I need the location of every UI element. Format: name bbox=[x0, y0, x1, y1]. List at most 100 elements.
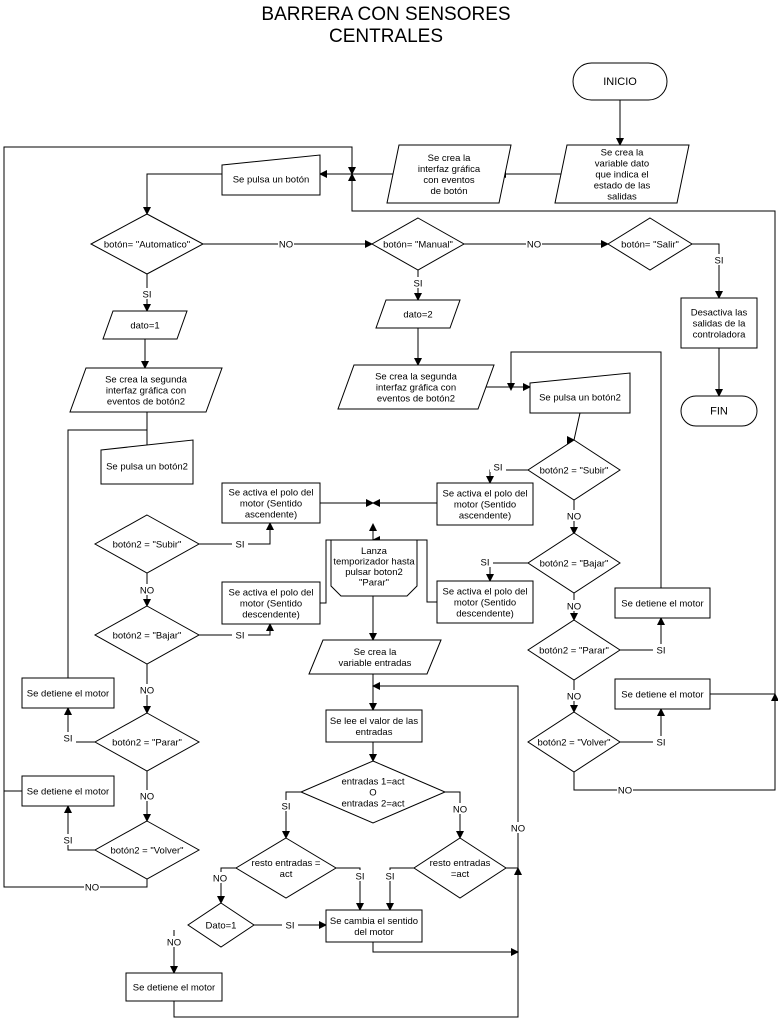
si-label: SI bbox=[657, 646, 666, 657]
label-bg bbox=[60, 732, 76, 743]
connector bbox=[372, 942, 519, 956]
label-bg bbox=[278, 238, 294, 249]
decision-resto-right-shape bbox=[413, 837, 507, 899]
decision-volver-right-shape bbox=[527, 711, 621, 773]
connector bbox=[217, 867, 236, 904]
decision-automatico-text: botón= "Automatico" bbox=[104, 240, 190, 251]
no-label: NO bbox=[140, 686, 154, 697]
diagram-title: CENTRALES bbox=[329, 26, 443, 47]
label-bg bbox=[139, 790, 155, 801]
decision-subir-right-shape bbox=[527, 439, 621, 501]
decision-salir-text: botón= "Salir" bbox=[621, 240, 679, 251]
connector bbox=[372, 682, 519, 869]
gui2-right-shape bbox=[337, 364, 495, 410]
decision-parar-right-text: botón2 = "Parar" bbox=[539, 646, 609, 657]
decision-resto-right-text: =act bbox=[451, 869, 470, 880]
label-bg bbox=[139, 288, 155, 299]
detiene-motor-right-2-box bbox=[614, 678, 711, 710]
no-label: NO bbox=[453, 805, 467, 816]
activa-ascendente-left-text: motor (Sentido bbox=[240, 499, 302, 510]
label-bg bbox=[477, 556, 493, 567]
label-bg bbox=[278, 800, 294, 811]
si-label: SI bbox=[386, 872, 395, 883]
activa-descendente-left-box bbox=[221, 581, 321, 625]
no-label: NO bbox=[167, 938, 181, 949]
fin-text: FIN bbox=[710, 406, 728, 418]
pulsa-boton-shape bbox=[221, 154, 321, 196]
lee-entradas-text: Se lee el valor de las bbox=[330, 716, 418, 727]
label-bg bbox=[410, 277, 426, 288]
decision-automatico-shape bbox=[89, 213, 205, 275]
detiene-motor-right-1-box bbox=[614, 587, 711, 619]
no-label: NO bbox=[618, 786, 632, 797]
no-label: NO bbox=[527, 240, 541, 251]
label-bg bbox=[566, 510, 582, 521]
no-label: NO bbox=[140, 792, 154, 803]
detiene-motor-bottom-box bbox=[125, 972, 223, 1002]
no-label: NO bbox=[85, 883, 99, 894]
var-entradas-text: variable entradas bbox=[339, 658, 412, 669]
connector bbox=[199, 623, 274, 636]
activa-descendente-right-text: descendente) bbox=[456, 609, 514, 620]
connector bbox=[348, 173, 776, 695]
var-dato-text: que indica el bbox=[595, 170, 648, 181]
connector bbox=[573, 693, 778, 791]
desactiva-text: Desactiva las bbox=[691, 308, 748, 319]
connector bbox=[3, 146, 356, 888]
activa-descendente-right-text: Se activa el polo del bbox=[442, 587, 527, 598]
inicio-text: INICIO bbox=[603, 76, 637, 88]
connector bbox=[320, 523, 377, 604]
label-bg bbox=[617, 784, 633, 795]
label-bg bbox=[566, 690, 582, 701]
decision-parar-left-shape bbox=[93, 712, 201, 772]
detiene-motor-left-1-text: Se detiene el motor bbox=[27, 689, 109, 700]
label-bg bbox=[510, 822, 526, 833]
cambia-sentido-text: del motor bbox=[354, 927, 394, 938]
si-label: SI bbox=[494, 463, 503, 474]
decision-manual-text: botón= "Manual" bbox=[383, 240, 453, 251]
label-bg bbox=[452, 803, 468, 814]
lee-entradas-box bbox=[325, 709, 423, 743]
detiene-motor-left-1-box bbox=[21, 677, 115, 709]
connector bbox=[445, 791, 464, 839]
dato2-text: dato=2 bbox=[403, 310, 432, 321]
connector bbox=[486, 562, 528, 582]
label-bg bbox=[490, 461, 506, 472]
connector bbox=[282, 791, 301, 839]
decision-subir-left-text: botón2 = "Subir" bbox=[113, 540, 182, 551]
lanza-temporizador-shape bbox=[330, 539, 418, 597]
si-label: SI bbox=[481, 558, 490, 569]
gui2-left-text: eventos de botón2 bbox=[107, 397, 185, 408]
activa-ascendente-right-box bbox=[436, 482, 534, 526]
si-label: SI bbox=[286, 921, 295, 932]
decision-dato1-text: Dato=1 bbox=[206, 921, 237, 932]
detiene-motor-right-1-text: Se detiene el motor bbox=[621, 599, 703, 610]
connector bbox=[571, 412, 581, 441]
activa-descendente-left-text: descendente) bbox=[242, 610, 300, 621]
activa-ascendente-left-text: Se activa el polo del bbox=[228, 488, 313, 499]
no-label: NO bbox=[511, 824, 525, 835]
lanza-temporizador-text: pulsar boton2 bbox=[345, 567, 403, 578]
connector bbox=[64, 805, 95, 851]
label-bg bbox=[566, 600, 582, 611]
activa-ascendente-left-box bbox=[221, 482, 321, 524]
var-dato-text: estado de las bbox=[594, 181, 651, 192]
var-entradas-text: Se crea la bbox=[354, 647, 397, 658]
pulsa-boton-text: Se pulsa un botón bbox=[233, 175, 310, 186]
gui2-right-text: eventos de botón2 bbox=[377, 394, 455, 405]
activa-descendente-left-text: motor (Sentido bbox=[240, 599, 302, 610]
label-bg bbox=[653, 736, 669, 747]
connector bbox=[173, 867, 522, 1018]
var-dato-shape bbox=[554, 144, 690, 204]
dato2-shape bbox=[375, 299, 461, 329]
no-label: NO bbox=[567, 602, 581, 613]
decision-bajar-right-shape bbox=[527, 532, 621, 594]
label-bg bbox=[212, 872, 228, 883]
lanza-temporizador-text: temporizador hasta bbox=[333, 556, 415, 567]
connector bbox=[692, 243, 723, 299]
gui2-right-text: Se crea la segunda bbox=[375, 372, 458, 383]
gui-shape bbox=[386, 144, 512, 204]
label-bg bbox=[232, 629, 248, 640]
gui-text: con eventos bbox=[423, 175, 474, 186]
